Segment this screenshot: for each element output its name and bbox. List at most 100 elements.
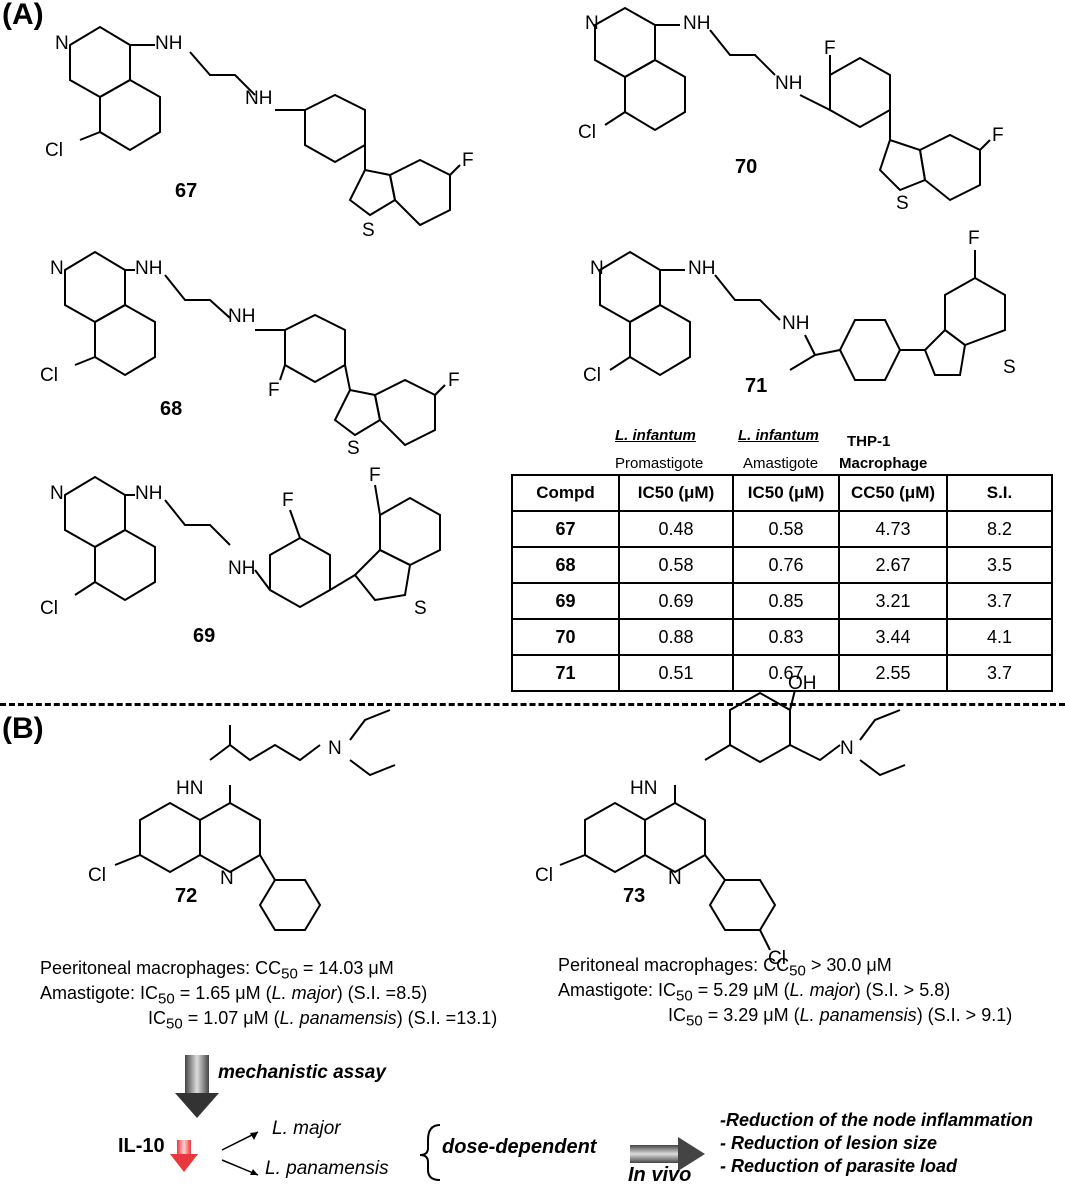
table-cell-ic50-pro: 0.58 (618, 546, 734, 584)
atom-s: S (896, 193, 909, 214)
table-subheader-macrophage: Macrophage (839, 455, 928, 472)
il10-down-arrow (170, 1154, 198, 1172)
column-header-ic50-pro: IC50 (μM) (618, 474, 734, 512)
column-header-ic50-ama: IC50 (μM) (732, 474, 840, 512)
atom-s: S (414, 598, 427, 619)
column-header-si: S.I. (946, 474, 1053, 512)
table-cell-si: 3.7 (946, 654, 1053, 692)
table-cell-ic50-ama: 0.76 (732, 546, 840, 584)
column-header-cc50: CC50 (μM) (838, 474, 948, 512)
result-line-2: - Reduction of lesion size (720, 1133, 938, 1153)
red-arrow-shaft (177, 1140, 191, 1154)
atom-cl: Cl (578, 122, 596, 143)
panel-b-label: (B) (2, 712, 44, 745)
atom-f: F (462, 150, 474, 171)
atom-n: N (585, 13, 599, 34)
table-subheader-amastigote: Amastigote (743, 455, 819, 472)
table-cell-ic50-pro: 0.48 (618, 510, 734, 548)
c72-ic50-major-line: Amastigote: IC50 = 1.65 μM (L. major) (S… (40, 983, 428, 1008)
molecule-70 (594, 6, 991, 202)
table-header-species-2: L. infantum (738, 427, 819, 444)
table-cell-ic50-ama: 0.85 (732, 582, 840, 620)
molecule-69 (64, 475, 441, 609)
table-row: 67 0.48 0.58 4.73 8.2 (511, 510, 1053, 548)
atom-s: S (1003, 357, 1016, 378)
compound-id-70: 70 (735, 156, 758, 178)
atom-f: F (448, 370, 460, 391)
table-cell-cc50: 2.67 (838, 546, 948, 584)
activity-table: Compd IC50 (μM) IC50 (μM) CC50 (μM) S.I.… (511, 474, 1053, 692)
table-cell-ic50-pro: 0.88 (618, 618, 734, 656)
atom-cl: Cl (40, 365, 58, 386)
molecule-72 (114, 709, 396, 931)
table-cell-ic50-ama: 0.67 (732, 654, 840, 692)
compound-id-73: 73 (623, 885, 646, 907)
c72-cc50-line: Peeritoneal macrophages: CC50 = 14.03 μM (40, 958, 394, 983)
table-header-row: Compd IC50 (μM) IC50 (μM) CC50 (μM) S.I. (511, 474, 1053, 512)
table-cell-compd: 70 (511, 618, 620, 656)
atom-nh: NH (135, 258, 163, 279)
atom-nh: NH (245, 88, 273, 109)
column-header-compd: Compd (511, 474, 620, 512)
table-cell-cc50: 3.44 (838, 618, 948, 656)
table-cell-cc50: 3.21 (838, 582, 948, 620)
table-subheader-promastigote: Promastigote (615, 455, 704, 472)
molecule-67 (69, 25, 461, 227)
atom-s: S (362, 220, 375, 241)
atom-cl: Cl (535, 865, 553, 886)
il10-label: IL-10 (118, 1135, 165, 1157)
table-cell-ic50-ama: 0.83 (732, 618, 840, 656)
compound-id-72: 72 (175, 885, 198, 907)
table-cell-ic50-ama: 0.58 (732, 510, 840, 548)
right-arrow-shaft (630, 1145, 678, 1163)
atom-f: F (268, 380, 280, 401)
atom-n: N (50, 483, 64, 504)
atom-f: F (369, 465, 381, 486)
table-cell-ic50-pro: 0.69 (618, 582, 734, 620)
species-panamensis-label: L. panamensis (265, 1158, 389, 1179)
table-row: 68 0.58 0.76 2.67 3.5 (511, 546, 1053, 584)
atom-nh: NH (688, 258, 716, 279)
table-cell-ic50-pro: 0.51 (618, 654, 734, 692)
compound-id-69: 69 (193, 625, 216, 647)
atom-n: N (328, 738, 342, 759)
down-arrow-shaft (185, 1055, 209, 1093)
panel-a-label: (A) (2, 0, 44, 31)
atom-s: S (347, 438, 360, 459)
atom-n: N (55, 33, 69, 54)
compound-id-71: 71 (745, 375, 768, 397)
table-cell-si: 8.2 (946, 510, 1053, 548)
atom-nh: NH (683, 13, 711, 34)
table-row: 70 0.88 0.83 3.44 4.1 (511, 618, 1053, 656)
atom-hn: HN (176, 778, 204, 799)
atom-hn: HN (630, 778, 658, 799)
table-cell-compd: 69 (511, 582, 620, 620)
molecule-68 (64, 250, 446, 447)
table-cell-compd: 68 (511, 546, 620, 584)
atom-cl: Cl (45, 140, 63, 161)
table-cell-compd: 67 (511, 510, 620, 548)
atom-nh: NH (775, 73, 803, 94)
result-line-3: - Reduction of parasite load (720, 1156, 958, 1176)
atom-n: N (220, 868, 234, 889)
table-cell-si: 3.7 (946, 582, 1053, 620)
mechanistic-assay-label: mechanistic assay (218, 1062, 386, 1083)
atom-cl: Cl (88, 865, 106, 886)
atom-cl: Cl (583, 365, 601, 386)
table-cell-cc50: 4.73 (838, 510, 948, 548)
c73-ic50-panamensis-line: IC50 = 3.29 μM (L. panamensis) (S.I. > 9… (668, 1005, 1013, 1030)
atom-f: F (282, 490, 294, 511)
dose-dependent-label: dose-dependent (442, 1136, 597, 1158)
molecule-71 (599, 250, 1006, 381)
species-major-label: L. major (272, 1118, 341, 1139)
atom-f: F (992, 125, 1004, 146)
table-header-species-1: L. infantum (615, 427, 696, 444)
result-line-1: -Reduction of the node inflammation (720, 1110, 1033, 1130)
atom-f: F (824, 38, 836, 59)
molecule-73 (559, 689, 906, 951)
table-row: 69 0.69 0.85 3.21 3.7 (511, 582, 1053, 620)
c72-ic50-panamensis-line: IC50 = 1.07 μM (L. panamensis) (S.I. =13… (148, 1008, 498, 1033)
compound-id-68: 68 (160, 398, 183, 420)
atom-n: N (590, 258, 604, 279)
